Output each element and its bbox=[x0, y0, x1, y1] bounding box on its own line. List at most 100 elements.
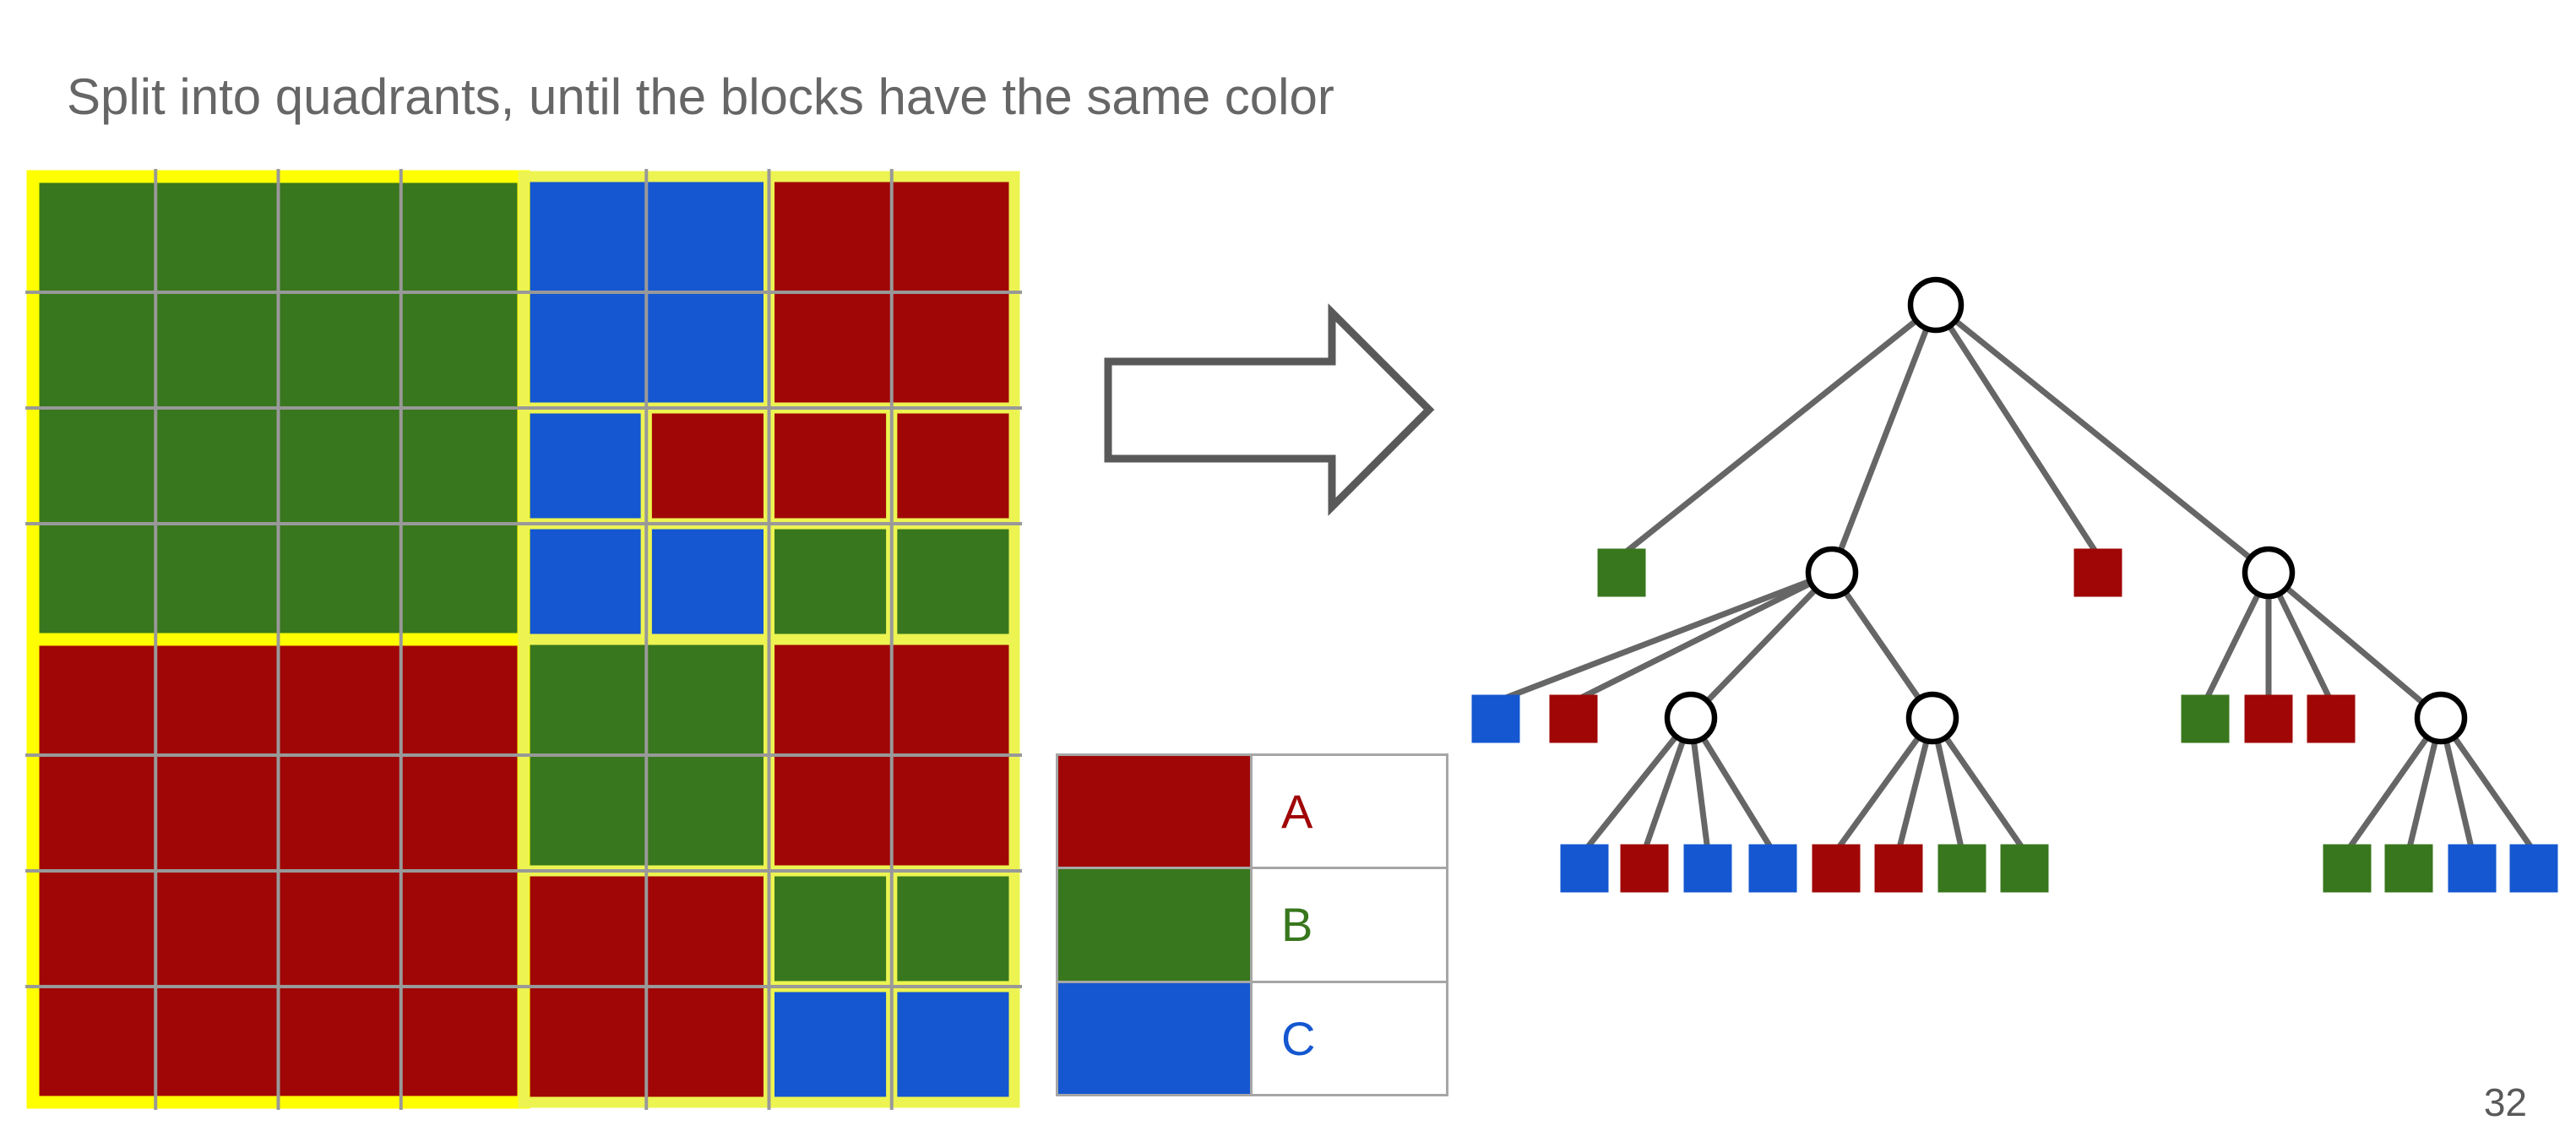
tree-leaf-c bbox=[2448, 844, 2497, 893]
grid-cell bbox=[400, 755, 524, 871]
grid-cell bbox=[524, 639, 647, 755]
tree-leaf-c bbox=[1471, 694, 1520, 743]
grid-cell bbox=[400, 871, 524, 987]
grid-cell bbox=[769, 639, 892, 755]
page-number: 32 bbox=[2483, 1080, 2527, 1124]
tree-leaf-a bbox=[2307, 694, 2356, 743]
grid-cell bbox=[278, 987, 401, 1102]
grid-cell bbox=[891, 408, 1014, 524]
grid-cell bbox=[278, 408, 401, 524]
grid-cell bbox=[524, 987, 647, 1102]
tree-leaf-c bbox=[1683, 844, 1732, 893]
grid-cell bbox=[400, 408, 524, 524]
grid-cell bbox=[891, 987, 1014, 1102]
grid-cell bbox=[155, 871, 279, 987]
grid-cell bbox=[155, 177, 279, 292]
grid-cell bbox=[769, 524, 892, 639]
legend-row: C bbox=[1058, 980, 1446, 1094]
grid-cell bbox=[400, 292, 524, 408]
grid-cell bbox=[524, 524, 647, 639]
grid-cell bbox=[278, 755, 401, 871]
tree-leaf-b bbox=[2384, 844, 2433, 893]
tree-leaf-b bbox=[2323, 844, 2372, 893]
grid-cell bbox=[646, 987, 769, 1102]
grid-cell bbox=[891, 177, 1014, 292]
grid-cell bbox=[33, 292, 156, 408]
grid-cell bbox=[891, 524, 1014, 639]
grid-cell bbox=[33, 524, 156, 639]
legend-label-a: A bbox=[1253, 756, 1446, 867]
legend-row: A bbox=[1058, 756, 1446, 867]
tree-internal-node bbox=[2242, 546, 2296, 600]
grid-cell bbox=[646, 292, 769, 408]
tree-leaf-b bbox=[1937, 844, 1986, 893]
grid-cell bbox=[769, 987, 892, 1102]
legend-row: B bbox=[1058, 867, 1446, 981]
tree-edge bbox=[1933, 303, 2100, 557]
grid-cell bbox=[400, 177, 524, 292]
tree-leaf-a bbox=[1874, 844, 1923, 893]
grid-cell bbox=[278, 177, 401, 292]
tree-leaf-b bbox=[2181, 694, 2230, 743]
tree-leaf-a bbox=[2244, 694, 2293, 743]
tree-leaf-b bbox=[2000, 844, 2049, 893]
grid-cell bbox=[400, 639, 524, 755]
tree-internal-node bbox=[1805, 546, 1859, 600]
tree-leaf-a bbox=[1549, 694, 1598, 743]
tree-leaf-c bbox=[2509, 844, 2558, 893]
grid-cell bbox=[278, 871, 401, 987]
grid-cell bbox=[278, 292, 401, 408]
grid-cell bbox=[155, 755, 279, 871]
grid-cell bbox=[769, 292, 892, 408]
tree-internal-node bbox=[2414, 691, 2468, 745]
grid-cell bbox=[524, 408, 647, 524]
legend-table: A B C bbox=[1056, 753, 1448, 1096]
grid-cell bbox=[524, 292, 647, 408]
grid-cell bbox=[33, 408, 156, 524]
grid-cell bbox=[155, 639, 279, 755]
tree-edge bbox=[1933, 302, 2271, 575]
grid-cell bbox=[891, 292, 1014, 408]
tree-edge bbox=[1930, 716, 2027, 853]
grid-cell bbox=[891, 639, 1014, 755]
grid-cell bbox=[33, 755, 156, 871]
tree-edge bbox=[1572, 569, 1834, 704]
slide-title: Split into quadrants, until the blocks h… bbox=[67, 68, 1334, 125]
legend-label-c: C bbox=[1253, 982, 1446, 1094]
grid-cell bbox=[400, 987, 524, 1102]
grid-cell bbox=[646, 755, 769, 871]
grid-cell bbox=[646, 639, 769, 755]
tree-edge bbox=[1582, 715, 1693, 853]
grid-cell bbox=[155, 408, 279, 524]
grid-cell bbox=[646, 177, 769, 292]
tree-edge bbox=[1834, 715, 1935, 853]
tree-leaf-b bbox=[1597, 548, 1646, 597]
tree-edge bbox=[2345, 715, 2443, 853]
right-arrow-icon bbox=[1104, 303, 1435, 516]
tree-internal-node bbox=[1905, 691, 1959, 745]
tree-leaf-a bbox=[1812, 844, 1861, 893]
grid-cell bbox=[769, 871, 892, 987]
grid-cell bbox=[33, 177, 156, 292]
tree-edge bbox=[1829, 303, 1939, 574]
quadtree bbox=[1471, 276, 2558, 893]
tree-edge bbox=[1829, 571, 1935, 720]
legend-swatch-c bbox=[1058, 982, 1253, 1094]
grid-cell bbox=[769, 177, 892, 292]
grid-cell bbox=[646, 871, 769, 987]
tree-edge bbox=[1688, 570, 1834, 721]
grid-cell bbox=[646, 408, 769, 524]
tree-internal-node bbox=[1664, 691, 1718, 745]
grid-cell bbox=[891, 871, 1014, 987]
grid-cell bbox=[33, 987, 156, 1102]
tree-leaf-a bbox=[2073, 548, 2122, 597]
grid-cell bbox=[769, 755, 892, 871]
tree-edge bbox=[2266, 570, 2443, 721]
legend-swatch-b bbox=[1058, 869, 1253, 981]
grid-cell bbox=[155, 292, 279, 408]
grid-cell bbox=[524, 177, 647, 292]
grid-cell bbox=[155, 524, 279, 639]
grid-cell bbox=[524, 755, 647, 871]
tree-edge bbox=[1619, 302, 1938, 558]
